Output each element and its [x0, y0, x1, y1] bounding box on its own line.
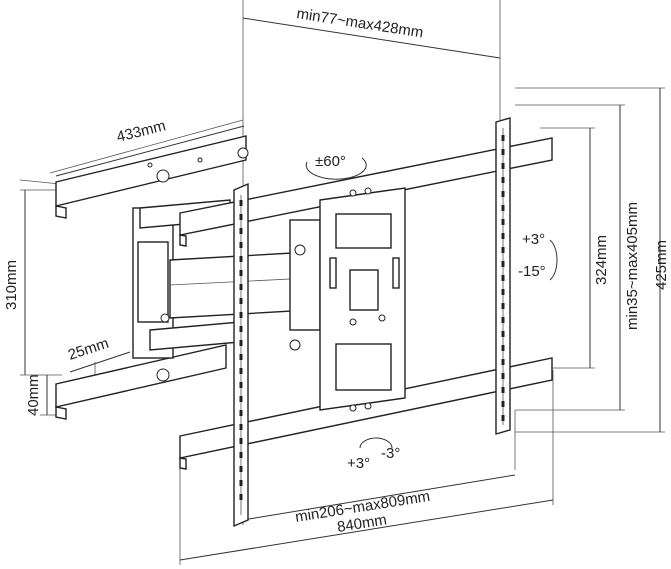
bracket-hole: [501, 275, 505, 281]
bracket-hole: [501, 163, 505, 169]
bracket-hole: [239, 200, 243, 206]
bracket-hole: [501, 415, 505, 421]
bracket-hole: [239, 452, 243, 458]
bracket-hole: [501, 373, 505, 379]
bracket-hole: [501, 401, 505, 407]
label-tilt-up: +3°: [522, 231, 545, 248]
bracket-hole: [501, 135, 505, 141]
bracket-hole: [239, 438, 243, 444]
bracket-hole: [501, 261, 505, 267]
bracket-hole: [239, 410, 243, 416]
label-tilt-down: -15°: [518, 263, 546, 280]
label-wall-height: 310mm: [3, 260, 20, 310]
bracket-hole: [239, 270, 243, 276]
left-bracket-holes: [239, 200, 243, 500]
bracket-hole: [501, 177, 505, 183]
label-arm-length: 433mm: [115, 117, 168, 146]
bracket-hole: [501, 331, 505, 337]
bracket-hole: [239, 312, 243, 318]
wall-plate: [55, 135, 249, 420]
bracket-hole: [239, 284, 243, 290]
bracket-hole: [239, 256, 243, 262]
bracket-hole: [501, 247, 505, 253]
label-swivel: ±60°: [315, 153, 346, 170]
label-total-height: 425mm: [653, 240, 670, 290]
bracket-hole: [239, 214, 243, 220]
right-bracket-holes: [501, 135, 505, 421]
bracket-hole: [501, 219, 505, 225]
bracket-hole: [239, 480, 243, 486]
bracket-hole: [501, 205, 505, 211]
bracket-hole: [501, 387, 505, 393]
bracket-hole: [239, 326, 243, 332]
bracket-hole: [501, 303, 505, 309]
label-plate-edge: 40mm: [25, 374, 42, 416]
bracket-hole: [239, 466, 243, 472]
bracket-hole: [501, 149, 505, 155]
label-level-plus: +3°: [347, 455, 370, 472]
bracket-hole: [501, 359, 505, 365]
bracket-hole: [239, 368, 243, 374]
bracket-hole: [501, 345, 505, 351]
label-slot: 25mm: [66, 335, 111, 364]
rotation-arrows: [305, 157, 558, 449]
bracket-hole: [239, 494, 243, 500]
bracket-hole: [239, 354, 243, 360]
label-vertical-range: min35~max405mm: [624, 202, 641, 330]
bracket-hole: [501, 289, 505, 295]
label-level-minus: -3°: [381, 445, 400, 462]
bracket-hole: [501, 233, 505, 239]
bracket-hole: [239, 228, 243, 234]
center-plate: [319, 187, 406, 412]
bracket-hole: [239, 242, 243, 248]
bracket-hole: [239, 382, 243, 388]
bracket-hole: [239, 340, 243, 346]
bracket-hole: [501, 191, 505, 197]
label-rail-spacing: 324mm: [593, 235, 610, 285]
bracket-hole: [501, 317, 505, 323]
bracket-hole: [239, 298, 243, 304]
bracket-hole: [239, 424, 243, 430]
bracket-hole: [239, 396, 243, 402]
